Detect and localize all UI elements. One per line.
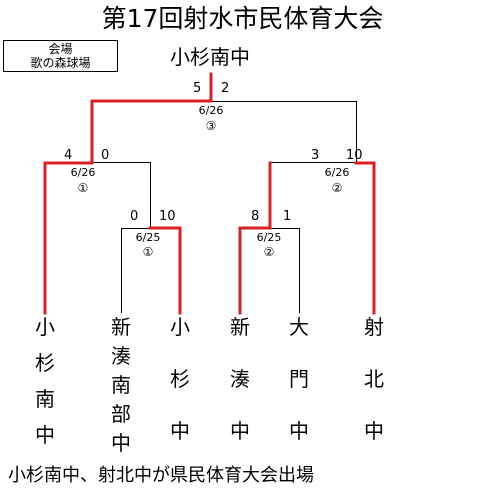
- venue-label: 会場: [48, 42, 73, 56]
- team-char: 中: [289, 419, 309, 443]
- first-right-number: ②: [263, 245, 275, 259]
- team-char: 小: [35, 315, 55, 339]
- semi-left-date: 6/26: [70, 166, 96, 179]
- final-right-score: 2: [221, 81, 230, 96]
- final-date: 6/26: [198, 104, 224, 117]
- team-char: 小: [170, 315, 190, 339]
- semi-right-date: 6/26: [324, 166, 350, 179]
- first-right-date: 6/25: [256, 231, 282, 244]
- venue-box: 会場 歌の森球場: [3, 40, 118, 72]
- team-char: 部: [111, 402, 131, 426]
- first-left-left-score: 0: [130, 209, 139, 224]
- team-shinminato: 新 湊 中: [225, 313, 255, 446]
- team-char: 北: [364, 367, 384, 391]
- champion-label: 小杉南中: [170, 45, 250, 69]
- team-char: 南: [35, 387, 55, 411]
- team-char: 射: [364, 315, 384, 339]
- team-char: 南: [111, 373, 131, 397]
- page-title: 第17回射水市民体育大会: [101, 4, 384, 33]
- venue-name: 歌の森球場: [30, 56, 91, 70]
- team-shahoku: 射 北 中: [359, 313, 389, 446]
- team-char: 中: [111, 431, 131, 455]
- team-kosugi: 小 杉 中: [165, 313, 195, 446]
- first-right-right-score: 1: [283, 209, 292, 224]
- team-char: 杉: [170, 367, 190, 391]
- team-char: 新: [111, 315, 131, 339]
- final-number: ③: [205, 119, 217, 133]
- team-char: 門: [289, 367, 309, 391]
- team-char: 湊: [111, 344, 131, 368]
- semi-left-left-score: 4: [64, 148, 73, 163]
- team-shinminato-nanbu: 新 湊 南 部 中: [106, 313, 136, 458]
- first-right-left-score: 8: [251, 209, 260, 224]
- semi-right-number: ②: [331, 181, 343, 195]
- semi-right-left-score: 3: [311, 148, 320, 163]
- team-char: 杉: [35, 351, 55, 375]
- semi-left-number: ①: [77, 181, 89, 195]
- semi-right-right-score: 10: [346, 148, 363, 163]
- final-left-score: 5: [193, 81, 202, 96]
- team-kosugi-minami: 小 杉 南 中: [30, 313, 60, 450]
- first-left-right-score: 10: [159, 209, 176, 224]
- bracket-black-lines: [92, 101, 357, 313]
- first-left-date: 6/25: [135, 231, 161, 244]
- team-daimon: 大 門 中: [284, 313, 314, 446]
- team-char: 中: [364, 419, 384, 443]
- team-char: 大: [289, 315, 309, 339]
- bracket-red-lines: [43, 72, 376, 315]
- first-left-number: ①: [142, 245, 154, 259]
- team-char: 湊: [230, 367, 250, 391]
- team-char: 新: [230, 315, 250, 339]
- team-char: 中: [170, 419, 190, 443]
- semi-left-right-score: 0: [101, 148, 110, 163]
- team-char: 中: [35, 423, 55, 447]
- qualification-result: 小杉南中、射北中が県民体育大会出場: [8, 465, 314, 486]
- team-char: 中: [230, 419, 250, 443]
